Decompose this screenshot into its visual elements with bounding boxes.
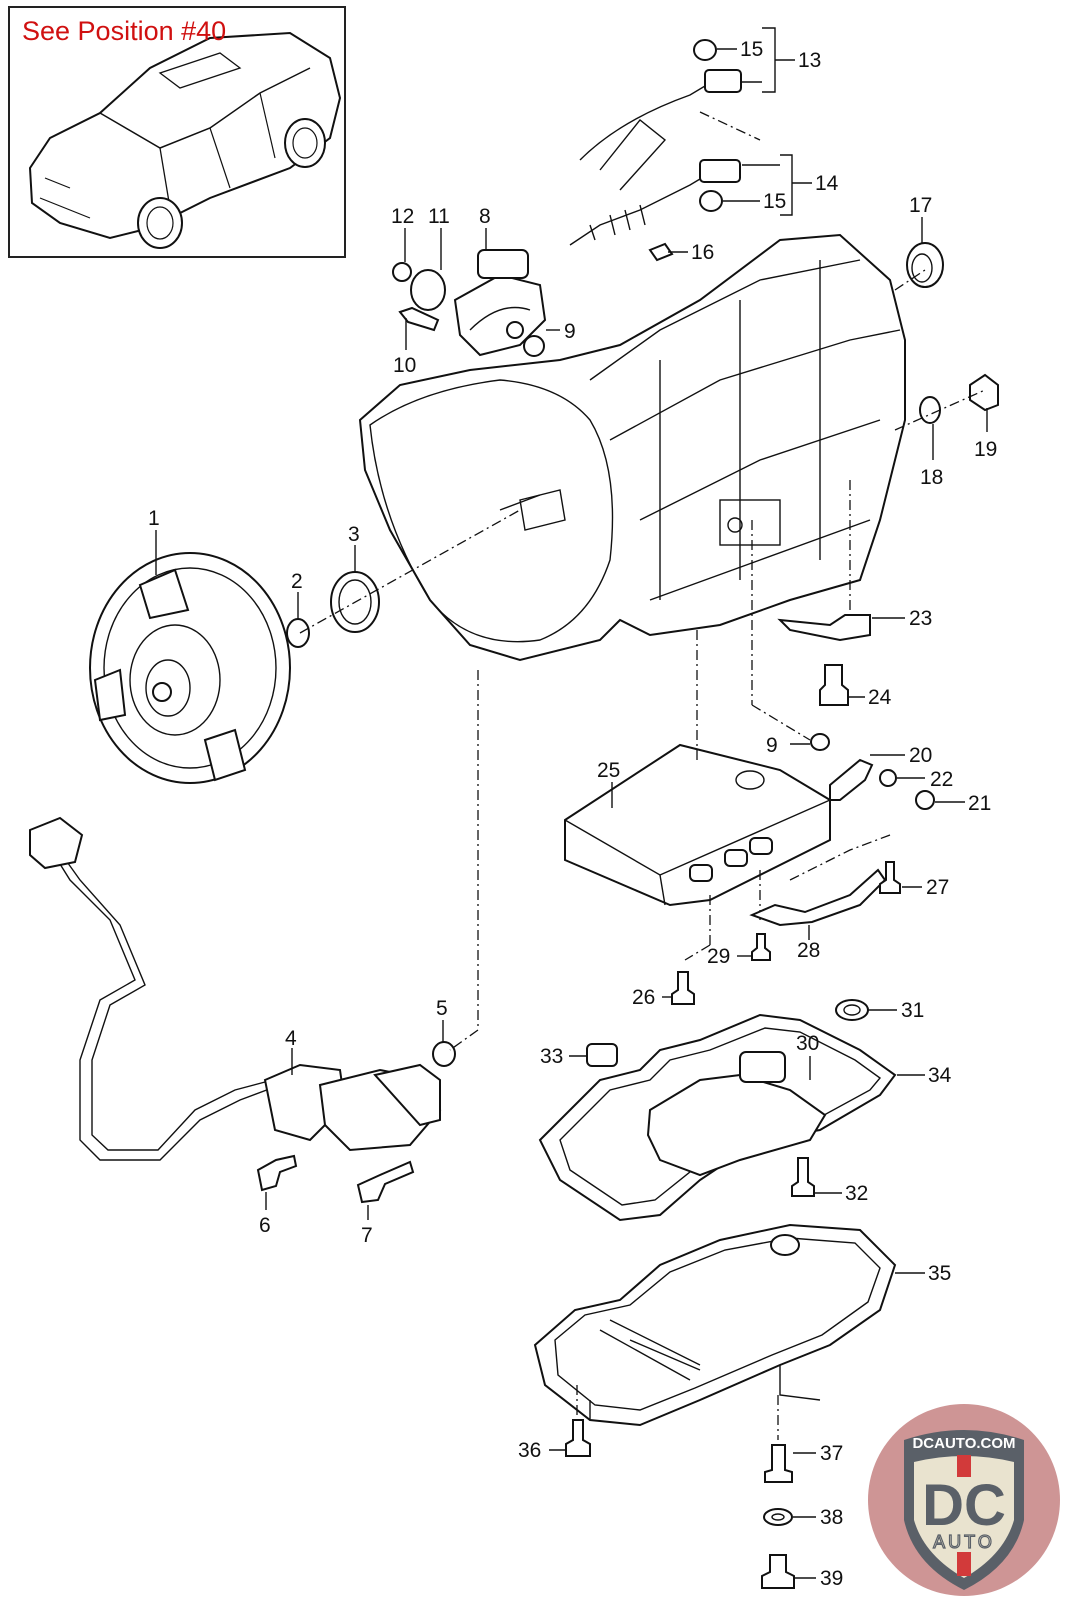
- callout-9a: 9: [564, 320, 576, 343]
- callout-1: 1: [148, 507, 160, 530]
- callout-16: 16: [691, 241, 714, 264]
- nut-21: [915, 790, 935, 810]
- callout-32: 32: [845, 1182, 868, 1205]
- bolt-6: [256, 1154, 298, 1192]
- washer-22: [879, 769, 897, 787]
- cover-cap: [410, 269, 446, 311]
- callout-33: 33: [540, 1045, 563, 1068]
- callout-15a: 15: [740, 38, 763, 61]
- callout-3: 3: [348, 523, 360, 546]
- callout-34: 34: [928, 1064, 952, 1087]
- callout-28: 28: [797, 939, 820, 962]
- bolt-29: [751, 933, 771, 961]
- callout-29: 29: [707, 945, 730, 968]
- vehicle-illustration: [28, 31, 342, 249]
- callout-4: 4: [285, 1027, 297, 1050]
- oil-pan: [533, 1223, 897, 1427]
- callout-24: 24: [868, 686, 892, 709]
- callout-26: 26: [632, 986, 655, 1009]
- logo-sub-text: AUTO: [933, 1532, 995, 1552]
- plug-19: [969, 373, 999, 412]
- drain-tube-37: [764, 1444, 793, 1483]
- callout-22: 22: [930, 768, 953, 791]
- dcauto-watermark: DCAUTO.COM DC AUTO: [864, 1400, 1064, 1600]
- callout-13: 13: [798, 49, 821, 72]
- actuator-assembly: [29, 816, 442, 1161]
- magnet-33: [586, 1043, 618, 1067]
- callout-18: 18: [920, 466, 943, 489]
- callout-17: 17: [909, 194, 932, 217]
- o-ring-5: [432, 1041, 456, 1067]
- valve-body: [564, 743, 831, 907]
- callout-27: 27: [926, 876, 949, 899]
- callout-9b: 9: [766, 734, 778, 757]
- callout-5: 5: [436, 997, 448, 1020]
- callout-25: 25: [597, 759, 620, 782]
- selector-lever: [829, 758, 874, 801]
- bolt-24: [819, 664, 849, 706]
- washer-18: [919, 396, 941, 424]
- callout-2: 2: [291, 570, 303, 593]
- callout-20: 20: [909, 744, 932, 767]
- bracket: [777, 614, 871, 642]
- washer-38: [763, 1508, 793, 1526]
- sensor-28: [749, 868, 887, 927]
- oil-filter: [646, 1051, 827, 1177]
- bolt-7: [356, 1160, 415, 1204]
- callout-21: 21: [968, 792, 991, 815]
- callout-39: 39: [820, 1567, 843, 1590]
- wiring-harness: [569, 69, 742, 262]
- logo-top-text: DCAUTO.COM: [912, 1435, 1015, 1452]
- callout-11: 11: [428, 205, 450, 228]
- bolt-32: [791, 1157, 815, 1197]
- vehicle-inset: See Position #40: [8, 6, 346, 258]
- callout-31: 31: [901, 999, 924, 1022]
- callout-19: 19: [974, 438, 997, 461]
- bolt-27: [879, 861, 901, 894]
- o-ring: [286, 618, 310, 648]
- callout-30: 30: [796, 1032, 819, 1055]
- seal-9: [523, 335, 545, 357]
- bolt-36: [565, 1419, 591, 1457]
- logo-main-text: DC: [922, 1473, 1006, 1538]
- drain-plug-39: [761, 1554, 795, 1589]
- o-ring-15a: [693, 39, 717, 61]
- transmission-housing: [358, 233, 906, 662]
- callout-12: 12: [391, 205, 414, 228]
- torque-converter: [89, 552, 291, 784]
- o-ring-15b: [699, 190, 723, 212]
- leader-lines: [155, 48, 988, 1579]
- seal-9b: [810, 733, 830, 751]
- callout-8: 8: [479, 205, 491, 228]
- callout-7: 7: [361, 1224, 373, 1247]
- bolt-26: [671, 971, 695, 1005]
- callout-23: 23: [909, 607, 932, 630]
- selector-switch: [453, 249, 547, 357]
- callout-15b: 15: [763, 190, 786, 213]
- callout-38: 38: [820, 1506, 843, 1529]
- callout-35: 35: [928, 1262, 951, 1285]
- callout-6: 6: [259, 1214, 271, 1237]
- seal-31: [835, 999, 869, 1021]
- callout-37: 37: [820, 1442, 843, 1465]
- callout-10: 10: [393, 354, 416, 377]
- position-note: See Position #40: [22, 16, 227, 46]
- callout-14: 14: [815, 172, 839, 195]
- callout-36: 36: [518, 1439, 541, 1462]
- nut: [392, 262, 412, 282]
